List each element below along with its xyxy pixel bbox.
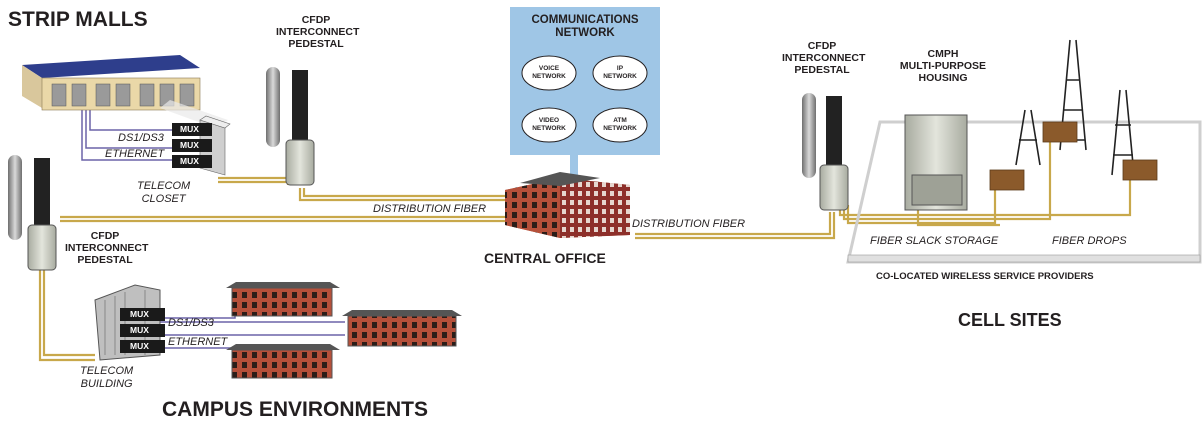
strip-mall-building xyxy=(22,55,228,128)
campus-building-bottom xyxy=(226,344,340,379)
mux-label-mall-1: MUX xyxy=(180,124,199,134)
ethernet-label-campus: ETHERNET xyxy=(168,336,228,348)
co-located-label: CO-LOCATED WIRELESS SERVICE PROVIDERS xyxy=(876,271,1094,282)
ethernet-label-mall: ETHERNET xyxy=(105,148,165,160)
campus-building-mid xyxy=(342,310,462,347)
communications-network-box xyxy=(510,7,660,180)
mux-label-campus-1: MUX xyxy=(130,309,149,319)
fiber-drops-label: FIBER DROPS xyxy=(1052,235,1127,247)
cfdp-pedestal-top xyxy=(266,67,315,186)
telecom-building xyxy=(94,284,165,361)
title-central-office: CENTRAL OFFICE xyxy=(484,250,606,266)
distribution-fiber-label-right: DISTRIBUTION FIBER xyxy=(632,218,746,230)
cfdp-pedestal-left xyxy=(8,155,57,271)
ds-label-campus: DS1/DS3 xyxy=(168,317,214,329)
distribution-fiber-label-left: DISTRIBUTION FIBER xyxy=(373,203,487,215)
cell-towers xyxy=(1015,39,1135,176)
mux-label-campus-2: MUX xyxy=(130,325,149,335)
title-campus-environments: CAMPUS ENVIRONMENTS xyxy=(162,398,429,421)
mux-label-campus-3: MUX xyxy=(130,341,149,351)
cfdp-pedestal-right xyxy=(802,93,849,211)
equipment-huts xyxy=(989,121,1158,191)
title-strip-malls: STRIP MALLS xyxy=(8,8,148,31)
campus-building-top xyxy=(226,282,340,317)
telecom-closet xyxy=(172,115,231,176)
mux-label-mall-3: MUX xyxy=(180,156,199,166)
mux-label-mall-2: MUX xyxy=(180,140,199,150)
central-office-building xyxy=(505,172,630,238)
title-cell-sites: CELL SITES xyxy=(958,310,1062,330)
cmph-housing xyxy=(846,114,1202,264)
ds-label-mall: DS1/DS3 xyxy=(118,132,164,144)
fiber-slack-storage-label: FIBER SLACK STORAGE xyxy=(870,235,999,247)
